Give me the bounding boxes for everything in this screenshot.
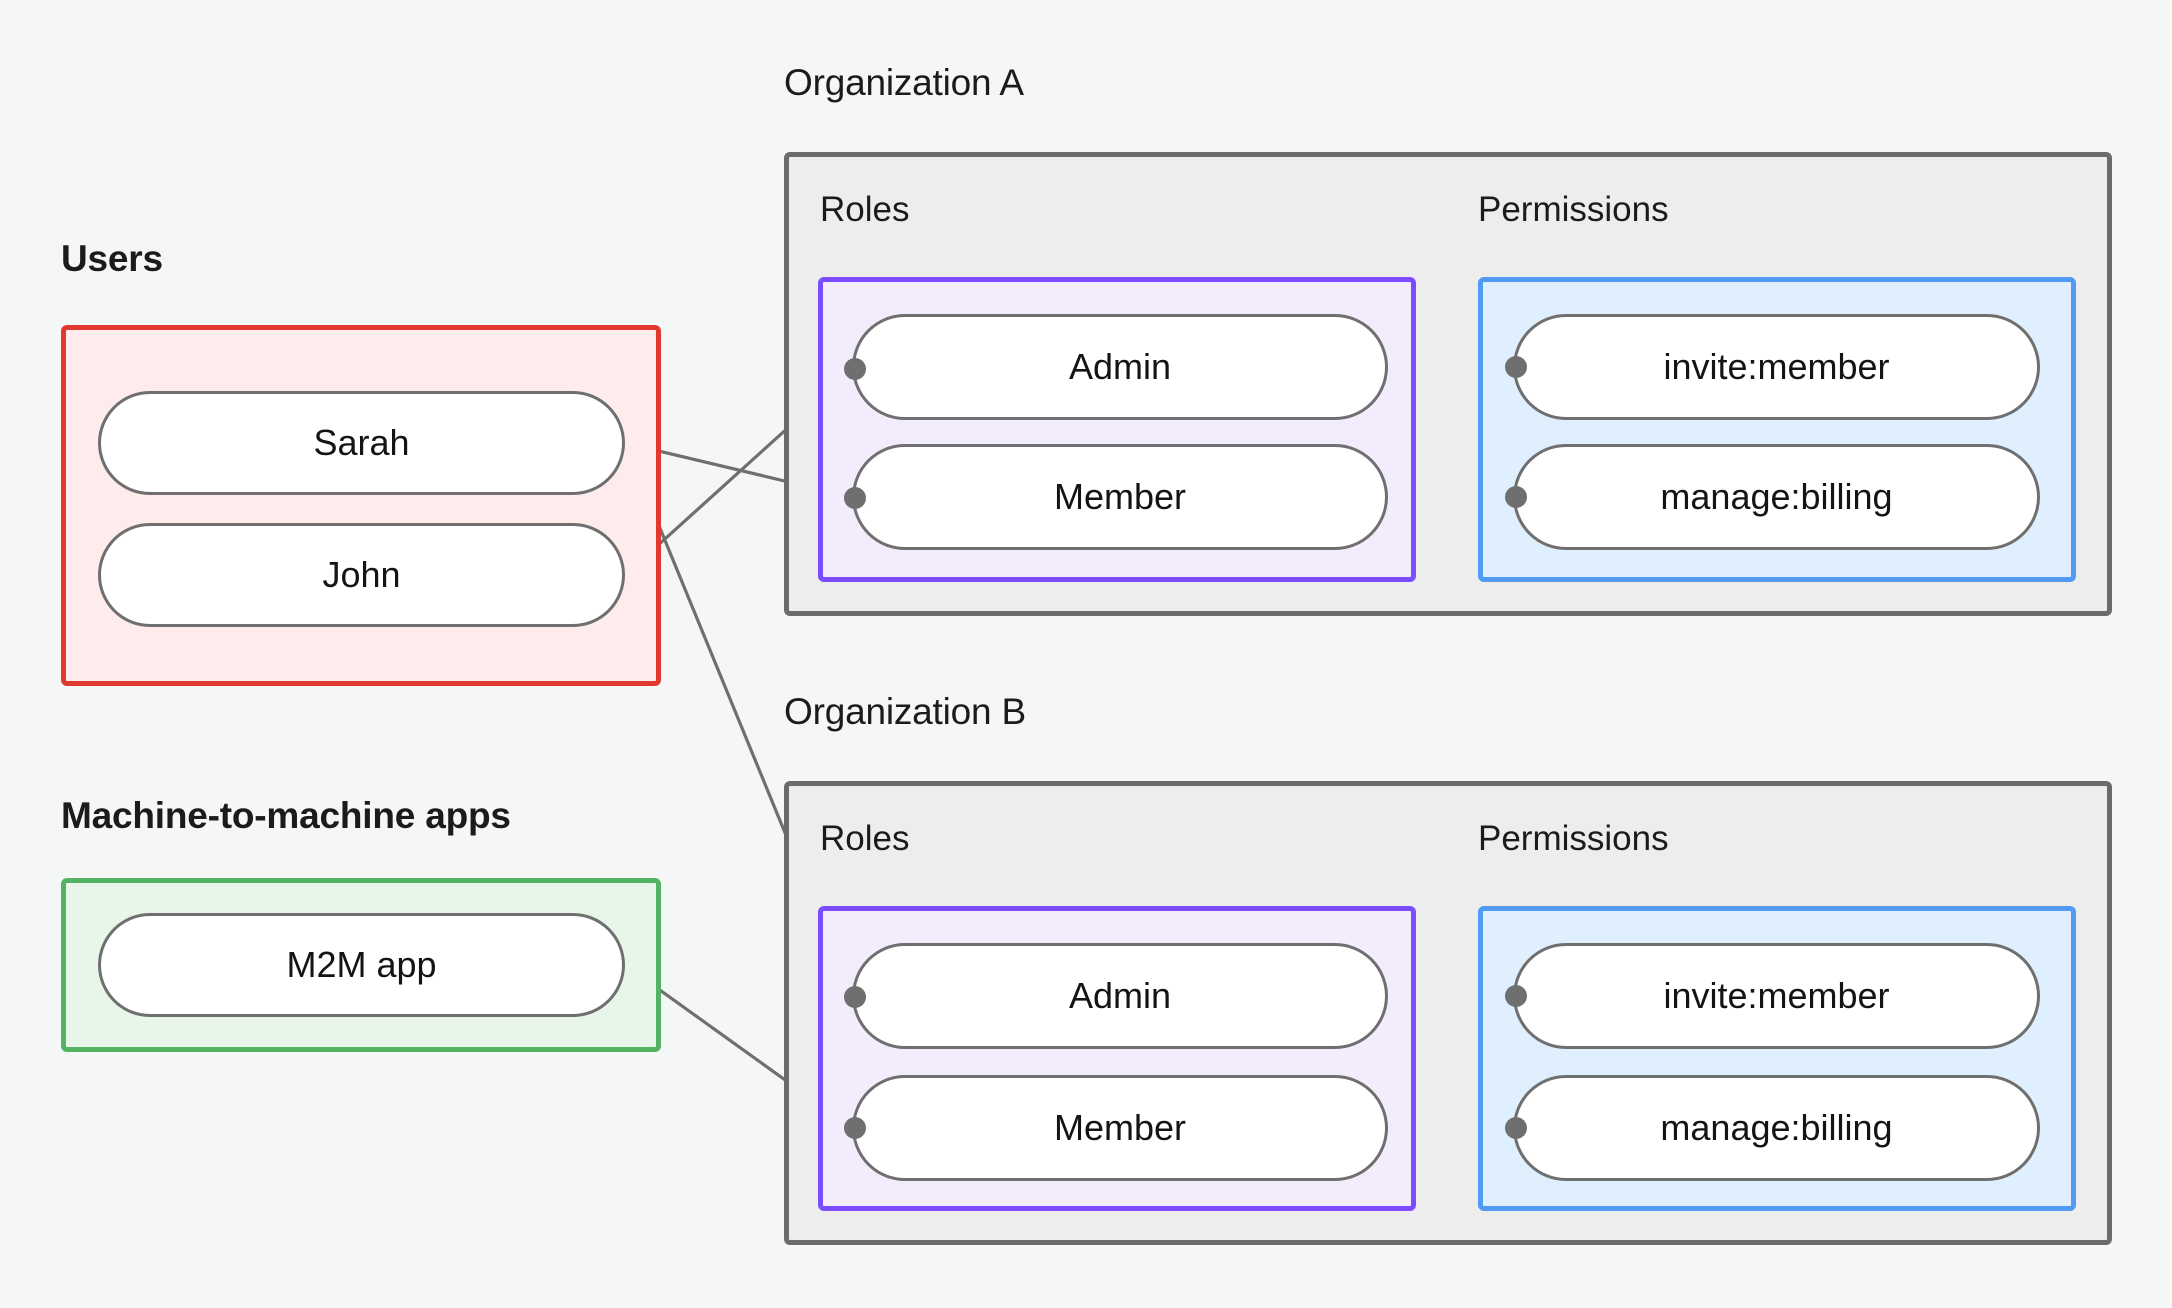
panel-title-org-a-roles: Roles <box>820 190 910 229</box>
node-org-b-role-admin[interactable]: Admin <box>852 943 1388 1049</box>
panel-title-org-b-permissions: Permissions <box>1478 819 1669 858</box>
node-org-b-permission-invite-member[interactable]: invite:member <box>1513 943 2040 1049</box>
node-org-b-role-member[interactable]: Member <box>852 1075 1388 1181</box>
org-title-b: Organization B <box>784 691 1026 732</box>
node-john[interactable]: John <box>98 523 625 627</box>
panel-title-org-b-roles: Roles <box>820 819 910 858</box>
node-org-a-permission-manage-billing[interactable]: manage:billing <box>1513 444 2040 550</box>
panel-title-org-a-permissions: Permissions <box>1478 190 1669 229</box>
node-org-b-permission-manage-billing[interactable]: manage:billing <box>1513 1075 2040 1181</box>
node-org-a-role-member[interactable]: Member <box>852 444 1388 550</box>
node-sarah[interactable]: Sarah <box>98 391 625 495</box>
node-org-a-permission-invite-member[interactable]: invite:member <box>1513 314 2040 420</box>
users-container <box>61 325 661 686</box>
org-title-a: Organization A <box>784 62 1024 103</box>
node-org-a-role-admin[interactable]: Admin <box>852 314 1388 420</box>
node-m2m-app[interactable]: M2M app <box>98 913 625 1017</box>
group-title-users: Users <box>61 238 163 279</box>
group-title-m2m: Machine-to-machine apps <box>61 795 511 836</box>
